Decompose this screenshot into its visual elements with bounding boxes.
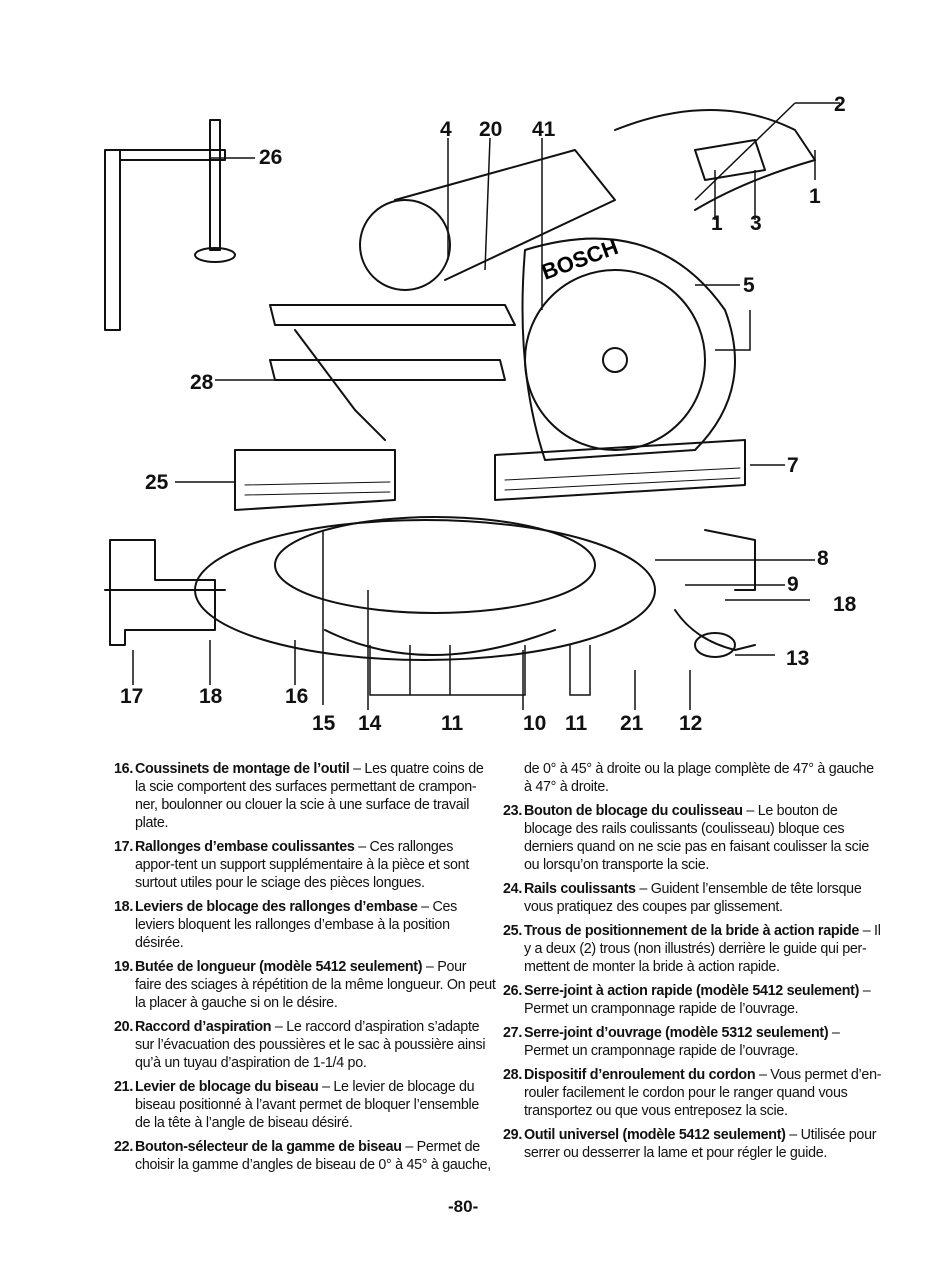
callout-5: 5 (743, 274, 755, 297)
callout-28: 28 (190, 371, 214, 394)
item-18: 18.Leviers de blocage des rallonges d’em… (114, 899, 458, 951)
item-19: 19.Butée de longueur (modèle 5412 seulem… (114, 959, 496, 1011)
callout-17: 17 (120, 685, 144, 708)
callout-3: 3 (750, 212, 762, 235)
miter-scale (324, 629, 556, 656)
right-fence (494, 439, 746, 501)
callout-18: 18 (199, 685, 223, 708)
item-17: 17.Rallonges d’embase coulissantes – Ces… (114, 839, 469, 891)
bevel-lock-lever (674, 609, 756, 651)
callout-14: 14 (358, 712, 382, 735)
callout-15: 15 (312, 712, 336, 735)
leader-lines (132, 102, 840, 710)
item-27: 27.Serre-joint d’ouvrage (modèle 5312 se… (503, 1025, 840, 1059)
left-fence (234, 449, 396, 511)
item-23: 23.Bouton de blocage du coulisseau – Le … (503, 803, 870, 873)
callout-16: 16 (285, 685, 309, 708)
callout-8: 8 (817, 547, 829, 570)
callout-1-right: 1 (809, 185, 821, 208)
item-16: 16.Coussinets de montage de l’outil – Le… (114, 761, 484, 831)
callout-7: 7 (787, 454, 799, 477)
page-number: -80- (448, 1197, 479, 1216)
base-outline (194, 519, 656, 661)
callout-10: 10 (523, 712, 547, 735)
callout-18-right: 18 (833, 593, 857, 616)
callout-9: 9 (787, 573, 799, 596)
item-20: 20.Raccord d’aspiration – Le raccord d’a… (114, 1019, 486, 1071)
right-column: de 0° à 45° à droite ou la plage complèt… (490, 760, 885, 1168)
item-28: 28.Dispositif d’enroulement du cordon – … (503, 1067, 882, 1119)
item-22: 22.Bouton-sélecteur de la gamme de bisea… (114, 1139, 491, 1173)
callout-26: 26 (259, 146, 283, 169)
item-22-continuation: de 0° à 45° à droite ou la plage complèt… (524, 761, 874, 795)
callout-41: 41 (532, 118, 556, 141)
blade (524, 269, 706, 451)
motor-housing (359, 199, 451, 291)
callout-25: 25 (145, 471, 169, 494)
callout-21: 21 (620, 712, 644, 735)
slide-rail-upper (269, 304, 516, 326)
callout-11: 11 (441, 712, 464, 735)
handle (614, 109, 816, 211)
callout-20: 20 (479, 118, 503, 141)
callout-2: 2 (834, 93, 846, 116)
item-21: 21.Levier de blocage du biseau – Le levi… (114, 1079, 480, 1131)
slide-rail-lower (269, 359, 506, 381)
item-24: 24.Rails coulissants – Guident l’ensembl… (503, 881, 862, 915)
callout-1: 1 (711, 212, 723, 235)
left-extension (109, 539, 216, 646)
item-25: 25.Trous de positionnement de la bride à… (503, 923, 881, 975)
saw-diagram: BOSCH (95, 70, 875, 750)
callout-4: 4 (440, 118, 452, 141)
item-26: 26.Serre-joint à action rapide (modèle 5… (503, 983, 871, 1017)
left-column: 16.Coussinets de montage de l’outil – Le… (101, 760, 496, 1180)
callout-12: 12 (679, 712, 703, 735)
item-29: 29.Outil universel (modèle 5412 seulemen… (503, 1127, 877, 1161)
miter-saw-illustration: BOSCH (104, 102, 840, 710)
callout-13: 13 (786, 647, 810, 670)
turntable (274, 516, 596, 614)
callout-11-b: 11 (565, 712, 588, 735)
right-extension (704, 529, 756, 591)
